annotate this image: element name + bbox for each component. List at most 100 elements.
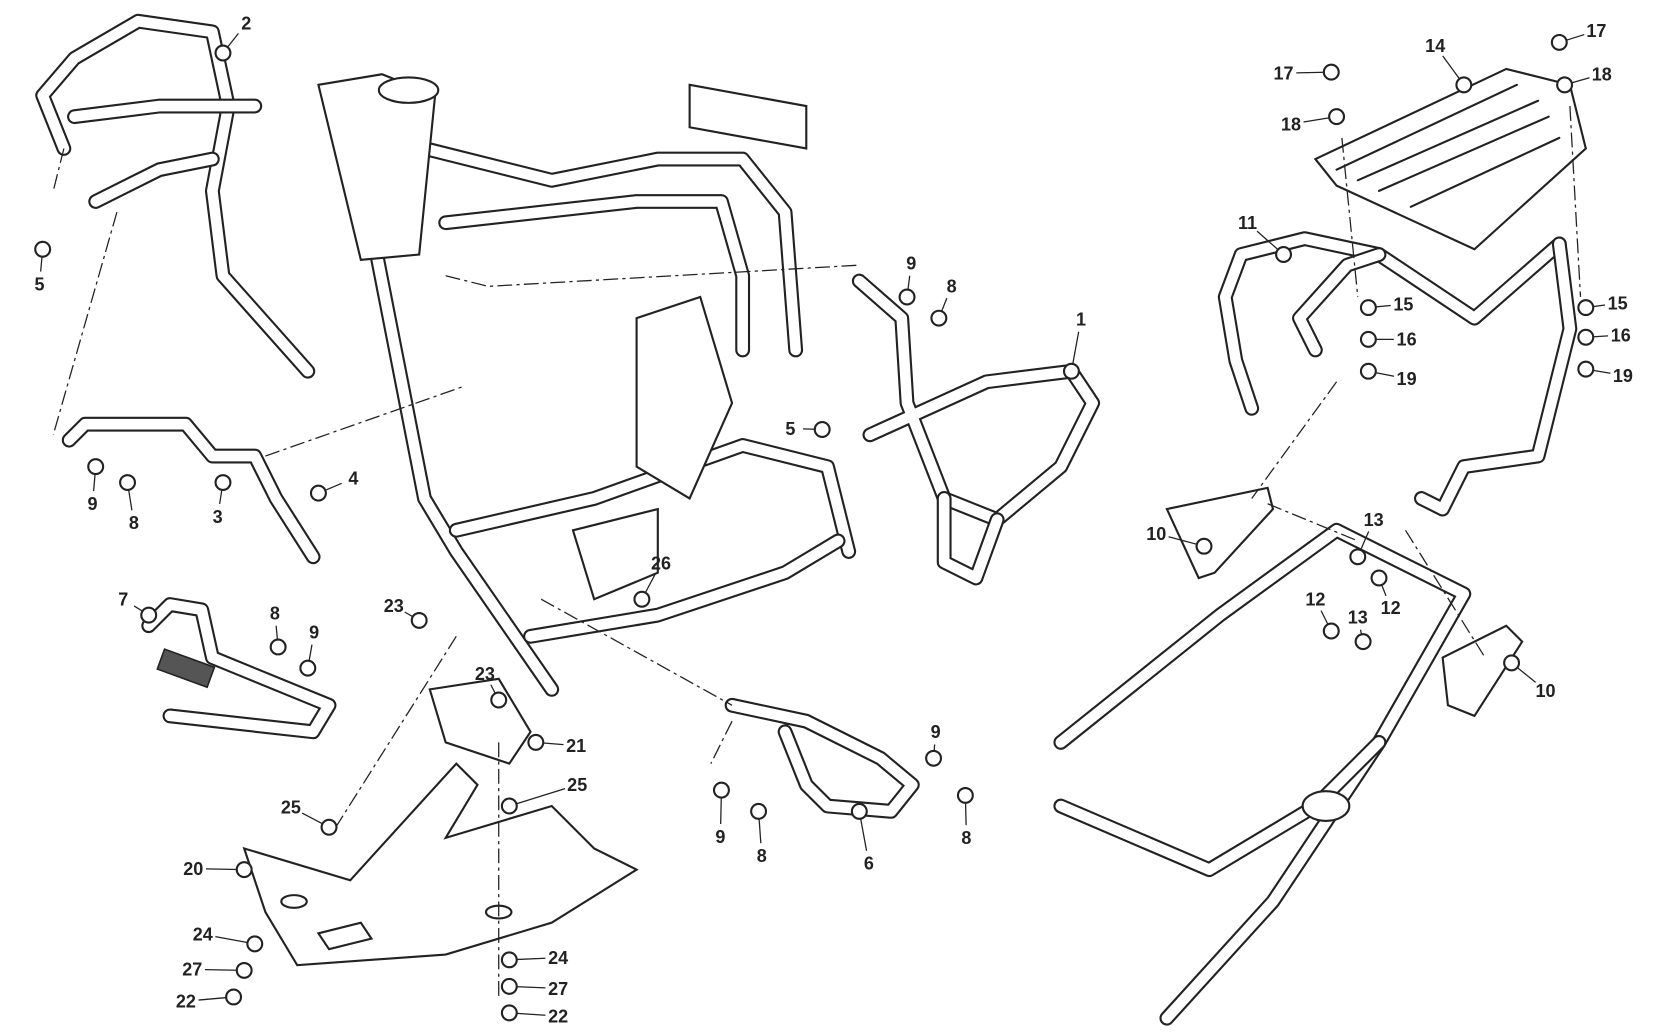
part-20-skid-plate	[242, 677, 639, 967]
part-23-hardware	[410, 611, 428, 629]
callout-11: 11	[1238, 213, 1257, 233]
callout-27: 27	[548, 979, 568, 999]
callout-4: 4	[348, 469, 358, 489]
callout-10: 10	[1146, 524, 1166, 544]
callout-19: 19	[1397, 369, 1417, 389]
callout-9: 9	[309, 622, 319, 642]
callout-8: 8	[757, 846, 767, 866]
callout-24: 24	[548, 948, 568, 968]
part-8-hardware	[930, 309, 948, 327]
rear-subframe	[1053, 486, 1524, 1026]
part-27-hardware	[235, 961, 253, 979]
callout-20: 20	[183, 859, 203, 879]
part-12-hardware	[1322, 622, 1340, 640]
callout-10: 10	[1535, 681, 1555, 701]
part-6-hardware	[850, 802, 868, 820]
part-7-hardware	[140, 606, 158, 624]
part-10-hardware	[1503, 654, 1521, 672]
part-8-hardware	[269, 638, 287, 656]
callout-25: 25	[281, 797, 301, 817]
part-24-hardware	[246, 935, 264, 953]
callout-1: 1	[1076, 310, 1086, 330]
part-6-lower-guard	[724, 697, 920, 819]
callout-13: 13	[1348, 608, 1368, 628]
callout-8: 8	[270, 603, 280, 623]
part-1-engine-guard-right	[851, 273, 1101, 586]
callout-16: 16	[1611, 326, 1631, 346]
part-25-hardware	[500, 797, 518, 815]
part-15-hardware	[1577, 299, 1595, 317]
callout-2: 2	[241, 14, 251, 34]
callout-3: 3	[213, 507, 223, 527]
part-7-footrest-bracket	[141, 597, 337, 740]
part-14-luggage-rack	[1313, 67, 1587, 251]
part-27-hardware	[500, 977, 518, 995]
callout-14: 14	[1425, 36, 1445, 56]
part-9-hardware	[299, 659, 317, 677]
part-17-hardware	[1322, 63, 1340, 81]
part-11-hardware	[1275, 246, 1293, 264]
part-5-hardware	[813, 421, 831, 439]
part-13-hardware	[1349, 548, 1367, 566]
callout-15: 15	[1608, 294, 1628, 314]
callout-19: 19	[1613, 366, 1633, 386]
part-22-hardware	[500, 1004, 518, 1022]
part-12-hardware	[1370, 569, 1388, 587]
part-13-hardware	[1354, 633, 1372, 651]
part-9-hardware	[87, 458, 105, 476]
part-3-bracket	[61, 416, 321, 565]
part-16-hardware	[1359, 330, 1377, 348]
part-10-hardware	[1195, 537, 1213, 555]
part-3-hardware	[214, 474, 232, 492]
callout-25: 25	[567, 775, 587, 795]
part-18-hardware	[1328, 108, 1346, 126]
callout-12: 12	[1305, 590, 1325, 610]
part-19-hardware	[1577, 360, 1595, 378]
part-11-rack-frame	[1217, 231, 1578, 517]
part-20-hardware	[235, 861, 253, 879]
callout-21: 21	[566, 736, 586, 756]
part-14-hardware	[1455, 76, 1473, 94]
part-2-hardware	[214, 44, 232, 62]
callout-23: 23	[384, 596, 404, 616]
part-18-hardware	[1556, 76, 1574, 94]
part-2-engine-guard-left	[35, 13, 316, 379]
callout-7: 7	[118, 590, 128, 610]
callout-17: 17	[1274, 64, 1294, 84]
part-16-hardware	[1577, 328, 1595, 346]
callout-16: 16	[1397, 330, 1417, 350]
part-26-hardware	[633, 590, 651, 608]
part-9-hardware	[712, 781, 730, 799]
callout-9: 9	[88, 494, 98, 514]
part-22-hardware	[225, 988, 243, 1006]
callout-12: 12	[1381, 598, 1401, 618]
callout-26: 26	[651, 554, 671, 574]
callout-15: 15	[1393, 295, 1413, 315]
part-8-hardware	[956, 786, 974, 804]
callout-8: 8	[129, 513, 139, 533]
callout-9: 9	[715, 827, 725, 847]
callout-9: 9	[906, 253, 916, 273]
part-23-hardware	[490, 691, 508, 709]
part-4-hardware	[309, 484, 327, 502]
part-8-hardware	[119, 474, 137, 492]
callout-9: 9	[931, 722, 941, 742]
callout-17: 17	[1586, 21, 1606, 41]
callout-18: 18	[1592, 65, 1612, 85]
callout-22: 22	[176, 992, 196, 1012]
leader-line	[509, 788, 566, 807]
callout-18: 18	[1281, 114, 1301, 134]
callout-23: 23	[475, 664, 495, 684]
part-17-hardware	[1550, 33, 1568, 51]
callout-6: 6	[864, 854, 874, 874]
main-frame	[317, 73, 857, 697]
part-9-hardware	[925, 749, 943, 767]
callout-8: 8	[961, 828, 971, 848]
callout-13: 13	[1364, 510, 1384, 530]
part-15-hardware	[1359, 299, 1377, 317]
callout-24: 24	[193, 925, 213, 945]
part-21-hardware	[527, 733, 545, 751]
callout-8: 8	[947, 277, 957, 297]
